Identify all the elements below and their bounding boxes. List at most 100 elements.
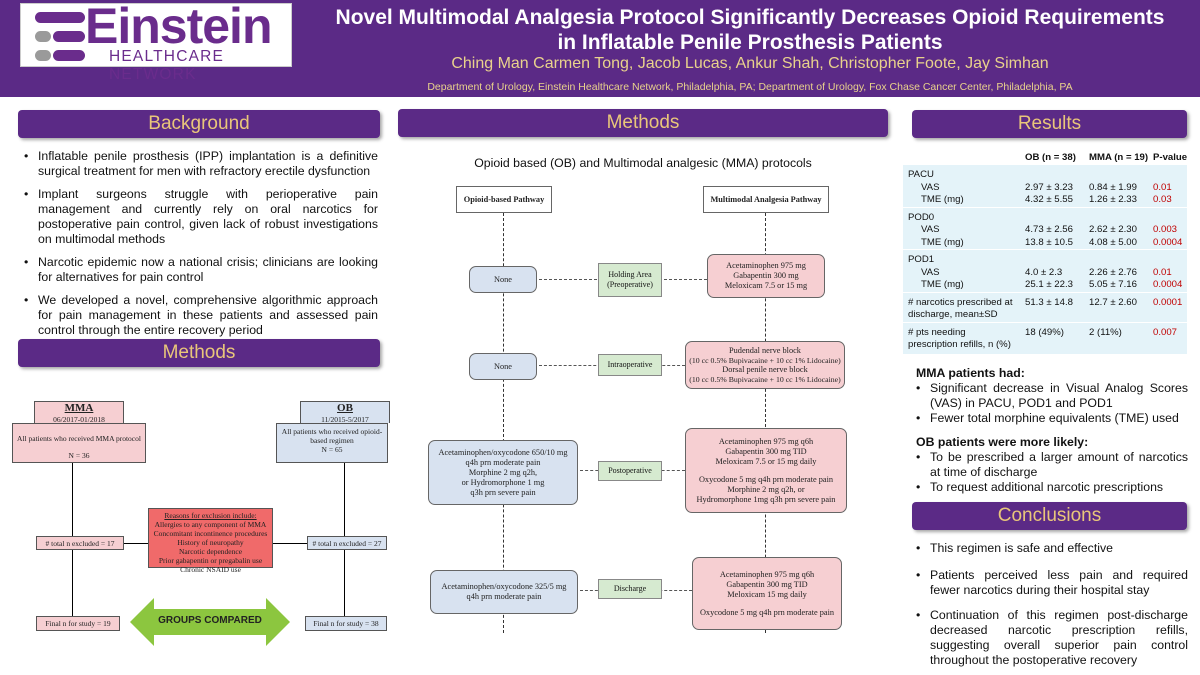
mma-drug: Acetaminophen 975 mg q6h [719, 569, 815, 579]
conclusion-bullets: This regimen is safe and effective Patie… [912, 541, 1188, 675]
groups-compared-label: GROUPS COMPARED [158, 615, 262, 626]
mma-excluded-box: # total n excluded = 17 [36, 536, 124, 550]
conclusion-bullet: This regimen is safe and effective [912, 541, 1188, 556]
connector [72, 463, 73, 536]
conclusions-heading: Conclusions [912, 502, 1187, 530]
double-arrow-icon [130, 598, 290, 646]
col-header-p: P-value [1153, 152, 1188, 163]
mma-value: 2.26 ± 2.76 [1089, 266, 1137, 278]
mma-cohort-n: N = 36 [68, 451, 90, 460]
p-value: 0.03 [1153, 194, 1172, 205]
mma-value: 5.05 ± 7.16 [1089, 279, 1137, 290]
ob-excluded-box: # total n excluded = 27 [307, 536, 387, 550]
connector [72, 550, 73, 616]
p-value: 0.01 [1153, 266, 1172, 278]
mma-drug: (10 cc 0.5% Bupivacaine + 10 cc 1% Lidoc… [689, 374, 841, 384]
ob-pathway-line [503, 213, 504, 633]
table-row-cont: discharge, mean±SD [903, 309, 1187, 322]
row-label: TME (mg) [921, 194, 964, 205]
protocol-caption: Opioid based (OB) and Multimodal analges… [474, 156, 812, 170]
phase-label: Holding Area [608, 270, 652, 279]
einstein-logo-mark-icon [35, 12, 85, 61]
connector [344, 463, 345, 536]
mma-value: 2.62 ± 2.30 [1089, 224, 1137, 235]
ob-drug: q4h prn moderate pain [466, 592, 542, 601]
mma-drug: Gabapentin 300 mg TID [725, 446, 807, 456]
mma-pathway-header: Multimodal Analgesia Pathway [703, 186, 829, 213]
mma-had-heading: MMA patients had: [916, 366, 1025, 380]
conclusion-bullet: Patients perceived less pain and require… [912, 568, 1188, 598]
p-value: 0.007 [1153, 326, 1178, 338]
ob-cohort-n: N = 65 [321, 445, 343, 454]
ob-drug: q3h prn severe pain [470, 487, 536, 497]
p-value: 0.01 [1153, 181, 1172, 193]
ob-cohort-desc: All patients who received opioid-based r… [281, 427, 383, 445]
table-row: VAS 2.97 ± 3.23 0.84 ± 1.99 0.01 [903, 182, 1187, 195]
ob-title-box: OB 11/2015-5/2017 [300, 401, 390, 424]
p-value: 0.0004 [1153, 236, 1183, 248]
col-header-mma: MMA (n = 19) [1089, 152, 1149, 163]
mma-drug: Dorsal penile nerve block [722, 365, 808, 374]
ob-step-intraop: None [469, 353, 537, 380]
mma-drug: Acetaminophen 975 mg [726, 261, 806, 270]
mma-title-box: MMA 06/2017-01/2018 [34, 401, 124, 424]
table-row: # pts needing 18 (49%) 2 (11%) 0.007 [903, 327, 1187, 340]
exclusion-item: Narcotic dependence [178, 547, 243, 556]
ob-drug: q4h prn moderate pain [465, 457, 541, 467]
logo-word: Einstein [85, 0, 272, 54]
p-value: 0.003 [1153, 224, 1178, 235]
phase-discharge: Discharge [598, 579, 662, 599]
group-label: PACU [908, 169, 934, 180]
mma-title: MMA [64, 402, 94, 414]
table-row: TME (mg) 13.8 ± 10.5 4.08 ± 5.00 0.0004 [903, 237, 1187, 250]
background-bullet: Implant surgeons struggle with periopera… [20, 187, 378, 247]
ob-findings: To be prescribed a larger amount of narc… [912, 450, 1188, 495]
table-row: TME (mg) 4.32 ± 5.55 1.26 ± 2.33 0.03 [903, 194, 1187, 207]
mma-drug: Meloxicam 7.5 or 15 mg daily [715, 456, 817, 466]
table-row: VAS 4.0 ± 2.3 2.26 ± 2.76 0.01 [903, 267, 1187, 280]
mma-drug: Meloxicam 7.5 or 15 mg [724, 281, 808, 290]
row-label: prescription refills, n (%) [908, 339, 1011, 350]
authors: Ching Man Carmen Tong, Jacob Lucas, Anku… [451, 55, 1049, 72]
connector [273, 543, 307, 544]
ob-value: 18 (49%) [1025, 326, 1064, 338]
row-label: VAS [921, 181, 940, 193]
ob-dates: 11/2015-5/2017 [321, 415, 369, 424]
row-label: VAS [921, 266, 940, 278]
mma-drug: Morphine 2 mg q2h, or [727, 484, 805, 494]
mma-step-preop: Acetaminophen 975 mg Gabapentin 300 mg M… [707, 254, 825, 298]
table-group-row: POD0 [903, 212, 1187, 225]
ob-value: 25.1 ± 22.3 [1025, 279, 1073, 290]
exclusion-item: Concomitant incontinence procedures [153, 529, 268, 538]
title-line-2: in Inflatable Penile Prosthesis Patients [557, 31, 943, 54]
methods-left-heading: Methods [18, 339, 380, 367]
background-heading: Background [18, 110, 380, 138]
exclusion-reasons-box: Reasons for exclusion include: Allergies… [148, 508, 273, 574]
mma-drug: Gabapentin 300 mg TID [726, 579, 808, 589]
ob-cohort-box: All patients who received opioid-based r… [276, 423, 388, 463]
mma-drug: Acetaminophen 975 mg q6h [718, 436, 814, 446]
row-label: # pts needing [908, 326, 966, 338]
ob-value: 13.8 ± 10.5 [1025, 236, 1073, 248]
row-label: # narcotics prescribed at [908, 296, 1013, 308]
mma-drug: (10 cc 0.5% Bupivacaine + 10 cc 1% Lidoc… [689, 355, 841, 365]
phase-label: Postoperative [608, 466, 652, 475]
results-table: OB (n = 38) MMA (n = 19) P-value PACU VA… [903, 149, 1187, 354]
exclusion-item: Allergies to any component of MMA [154, 520, 267, 529]
connector [344, 550, 345, 616]
row-label: discharge, mean±SD [908, 309, 998, 320]
group-label: POD1 [908, 254, 935, 265]
ob-finding: To be prescribed a larger amount of narc… [912, 450, 1188, 480]
phase-holding-area: Holding Area (Preoperative) [598, 263, 662, 297]
p-value: 0.0001 [1153, 296, 1183, 308]
table-row: VAS 4.73 ± 2.56 2.62 ± 2.30 0.003 [903, 224, 1187, 237]
mma-drug: Pudendal nerve block [729, 346, 801, 355]
table-group-row: PACU [903, 169, 1187, 182]
background-bullet: Inflatable penile prosthesis (IPP) impla… [20, 149, 378, 179]
mma-final-box: Final n for study = 19 [36, 616, 120, 631]
table-row: TME (mg) 25.1 ± 22.3 5.05 ± 7.16 0.0004 [903, 279, 1187, 292]
poster-header: Einstein HEALTHCARE NETWORK Novel Multim… [0, 0, 1200, 97]
row-label: VAS [921, 224, 940, 235]
mma-drug: Oxycodone 5 mg q4h prn moderate pain [698, 474, 834, 484]
mma-cohort-desc: All patients who received MMA protocol [17, 434, 141, 443]
